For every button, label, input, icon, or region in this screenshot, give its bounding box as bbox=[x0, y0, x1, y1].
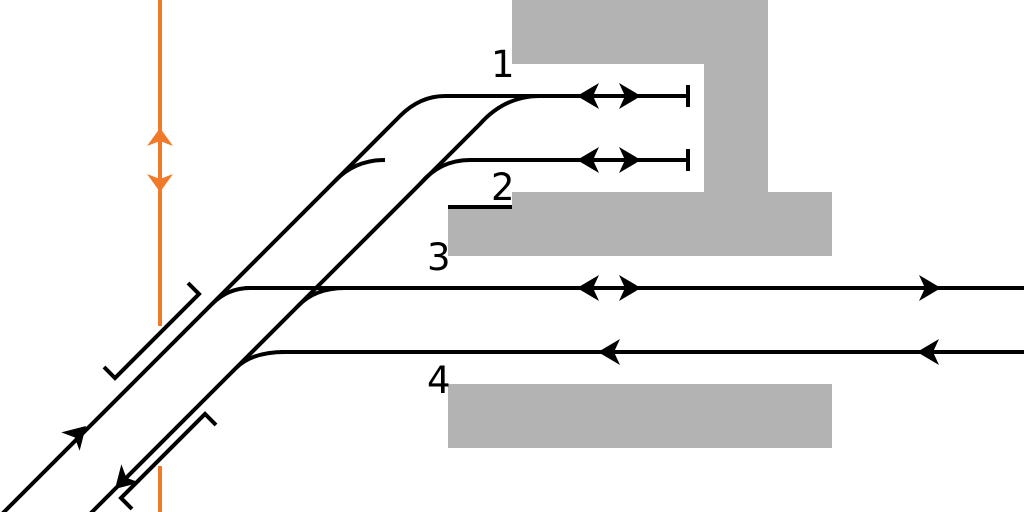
bridge-icon bbox=[118, 411, 218, 511]
platform-lower bbox=[448, 384, 832, 448]
track-label-4: 4 bbox=[427, 359, 451, 402]
bridge-icon bbox=[102, 281, 202, 381]
arrow-up-right-icon bbox=[61, 416, 96, 451]
platform-upper bbox=[448, 0, 832, 256]
crossing-line bbox=[147, 0, 173, 512]
track-label-2: 2 bbox=[491, 166, 515, 209]
track-label-3: 3 bbox=[427, 236, 451, 279]
track-label-1: 1 bbox=[491, 43, 515, 86]
track-diagonal-inner bbox=[89, 94, 688, 512]
